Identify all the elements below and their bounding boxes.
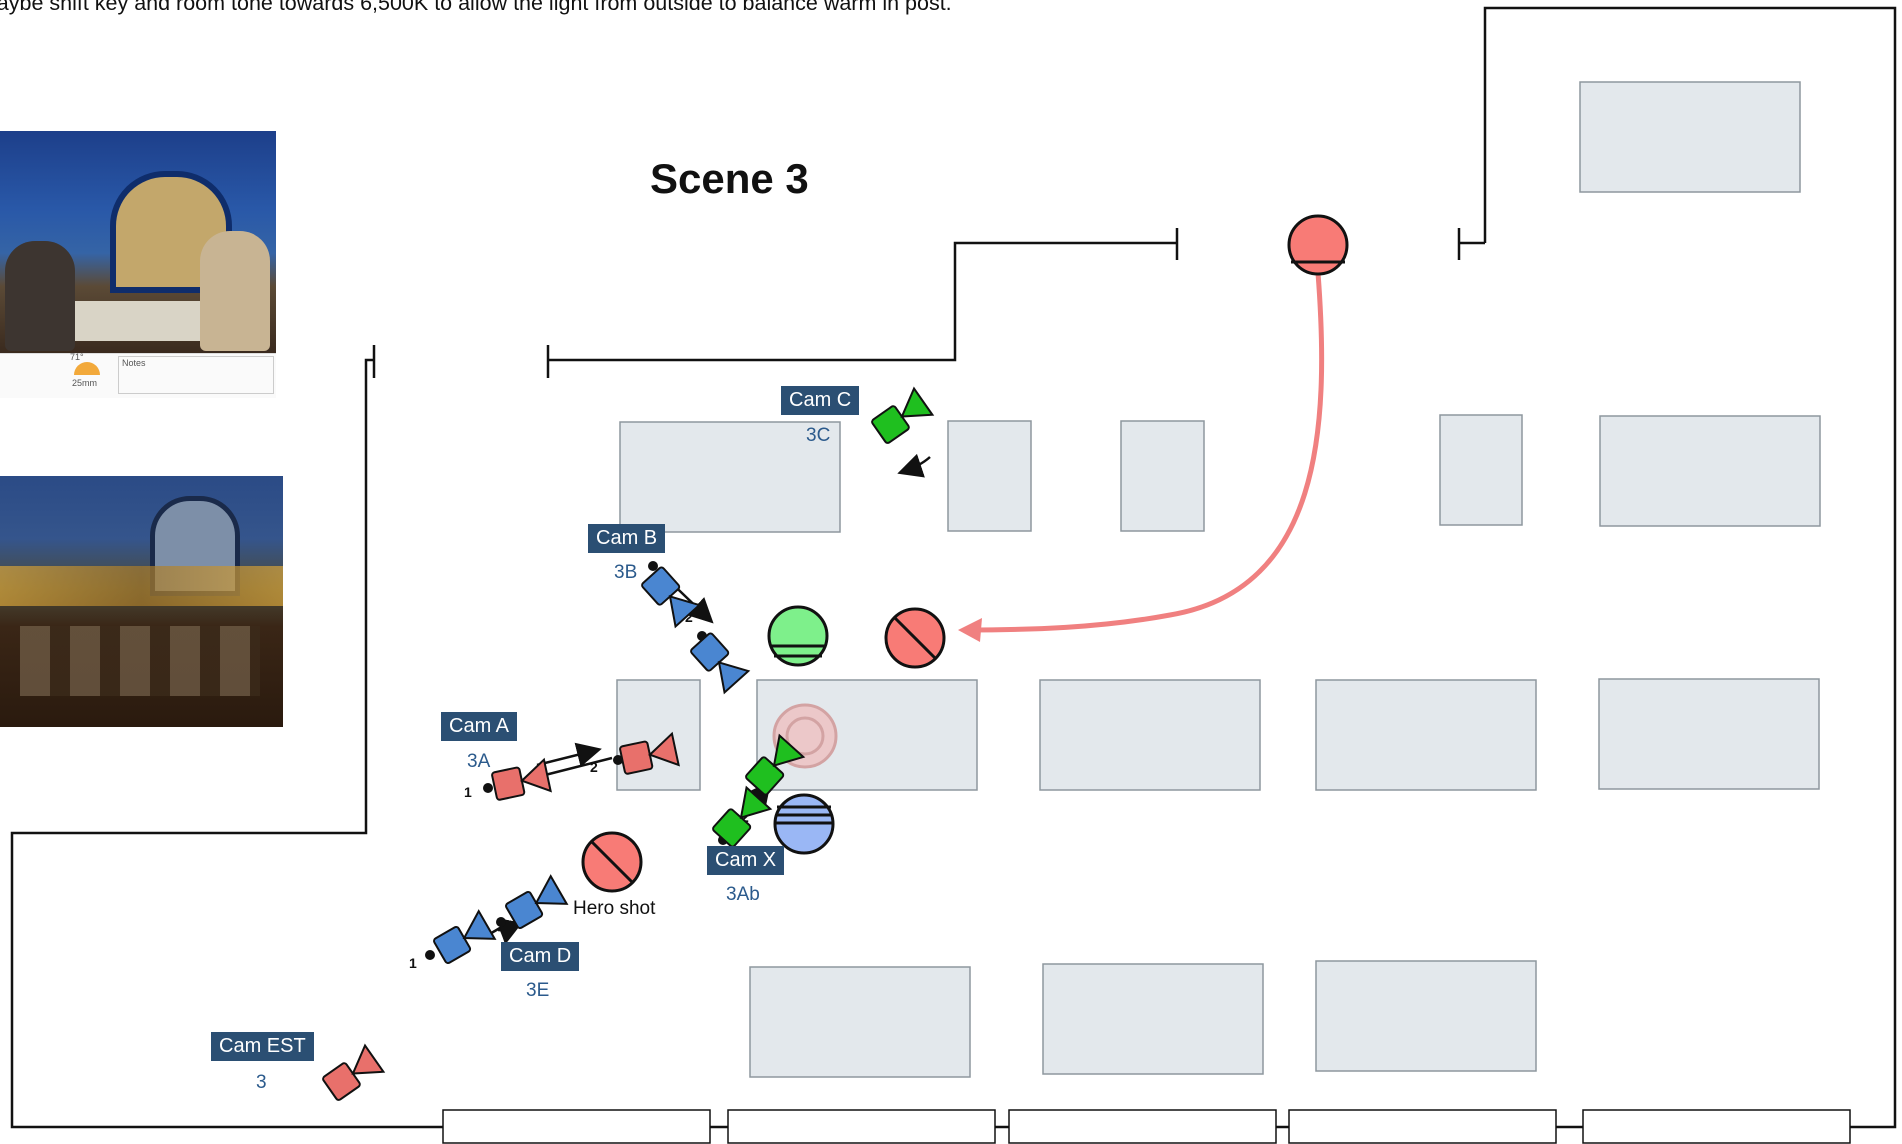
actors [581, 214, 1349, 893]
table [619, 421, 841, 533]
hero-shot-label: Hero shot [573, 898, 656, 919]
window [1288, 1109, 1557, 1144]
windows [442, 1109, 1851, 1144]
actor-path [964, 272, 1325, 633]
walls [10, 6, 1897, 1129]
actor-icon [773, 793, 835, 855]
camera-icon [322, 1043, 386, 1101]
window [727, 1109, 996, 1144]
table [1315, 960, 1537, 1072]
camera-icon [433, 909, 497, 965]
outer-wall [10, 6, 1897, 1129]
actor-icon [581, 831, 643, 893]
notes-box: Notes [118, 356, 274, 394]
arrow-icon [958, 618, 982, 642]
photo-tables [20, 626, 260, 696]
camera-icon [505, 874, 569, 930]
table [1120, 420, 1205, 532]
table [947, 420, 1032, 532]
cam-x-label: Cam X [707, 846, 785, 875]
camera-icon [745, 733, 806, 796]
move-end: 2 [590, 759, 598, 775]
actor-icon [884, 607, 946, 669]
camera-icon [712, 785, 773, 848]
table [749, 966, 971, 1078]
scene-title: Scene 3 [650, 155, 809, 202]
table [1598, 678, 1820, 790]
cam-c-label: Cam C [781, 386, 860, 415]
cam-a-shot: 3A [467, 751, 491, 772]
cam-est-label: Cam EST [211, 1032, 314, 1061]
table [1042, 963, 1264, 1075]
cameras [322, 386, 935, 1101]
camera-icon [619, 731, 680, 775]
table [1039, 679, 1261, 791]
window [442, 1109, 711, 1144]
notes-label: Notes [122, 358, 146, 368]
production-note: laybe shift key and room tone towards 6,… [0, 0, 952, 15]
camera-icon [690, 632, 751, 695]
move-start: 1 [464, 784, 472, 800]
cam-b-label: Cam B [588, 524, 666, 553]
cam-c-shot: 3C [806, 425, 831, 446]
reference-photo-1 [0, 131, 276, 353]
table [1579, 81, 1801, 193]
sun-icon [74, 362, 100, 375]
table [756, 679, 978, 791]
photo-metadata: 71° 25mm Notes [0, 352, 276, 398]
reference-photo-2 [0, 476, 283, 727]
camera-icon [491, 757, 552, 801]
table [1439, 414, 1523, 526]
camera-icon [871, 386, 935, 444]
move-start: 1 [409, 955, 417, 971]
inner-wall [548, 241, 1177, 362]
cam-d-shot: 3E [526, 980, 550, 1001]
cam-d-label: Cam D [501, 942, 580, 971]
window [1582, 1109, 1851, 1144]
cam-est-shot: 3 [256, 1072, 267, 1093]
photo-person [200, 231, 270, 351]
meta-temp: 71° [70, 352, 84, 362]
actor-icon [767, 605, 829, 667]
cam-a-label: Cam A [441, 712, 518, 741]
photo-person [5, 241, 75, 351]
meta-focal: 25mm [72, 378, 98, 388]
camera-icon [641, 566, 702, 629]
actor-icon [1287, 214, 1349, 276]
tables [616, 81, 1821, 1078]
table [1315, 679, 1537, 791]
photo-light [0, 566, 283, 606]
move-end: 2 [685, 609, 693, 625]
cam-x-shot: 3Ab [726, 884, 760, 905]
window [1008, 1109, 1277, 1144]
cam-b-shot: 3B [614, 562, 638, 583]
table [1599, 415, 1821, 527]
